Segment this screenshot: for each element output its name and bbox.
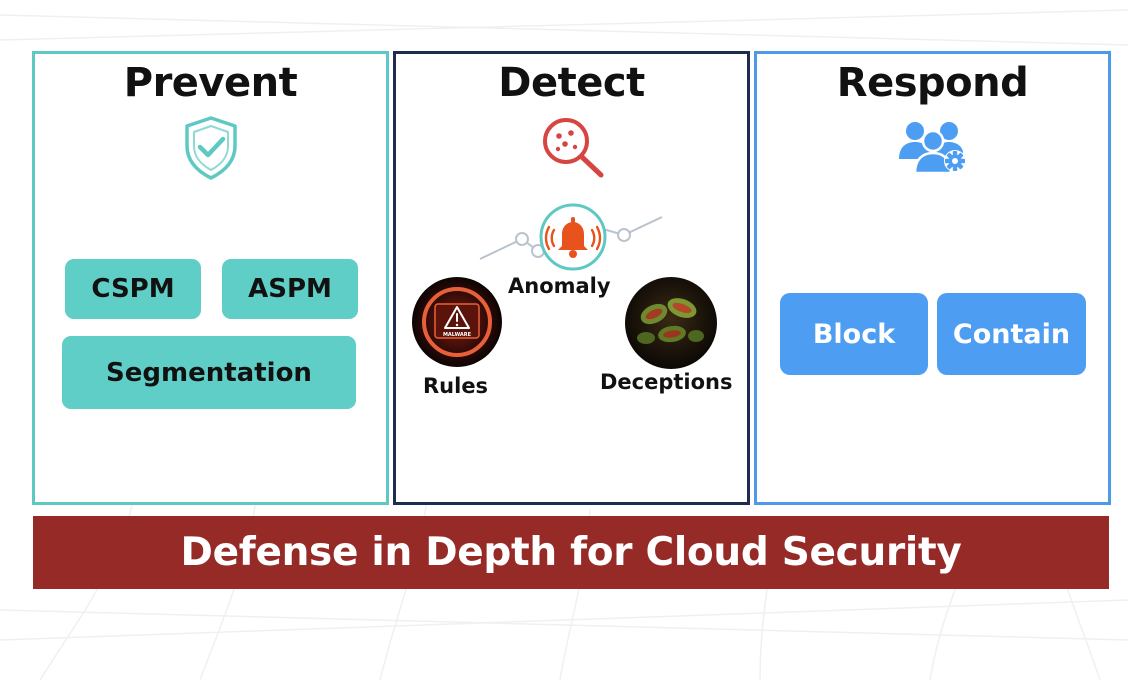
contain-item: Contain xyxy=(937,293,1086,375)
respond-panel: Respond Block Contain xyxy=(754,51,1111,505)
detect-title: Detect xyxy=(498,60,645,106)
rules-label: Rules xyxy=(423,374,489,398)
venus-flytrap-icon xyxy=(625,277,717,369)
deceptions-label: Deceptions xyxy=(600,370,733,394)
malware-warning-icon: MALWARE xyxy=(412,277,502,367)
shield-check-icon xyxy=(185,116,237,180)
cspm-item: CSPM xyxy=(65,259,201,319)
prevent-title: Prevent xyxy=(123,60,298,106)
magnifier-icon xyxy=(543,118,604,178)
banner-title: Defense in Depth for Cloud Security xyxy=(180,530,962,575)
users-gear-icon xyxy=(899,122,966,175)
prevent-panel: Prevent CSPM ASPM Segmentation xyxy=(32,51,389,505)
anomaly-label: Anomaly xyxy=(508,274,611,298)
block-item: Block xyxy=(780,293,928,375)
malware-image-text: MALWARE xyxy=(443,332,472,338)
title-banner: Defense in Depth for Cloud Security xyxy=(33,516,1109,589)
respond-title: Respond xyxy=(836,60,1029,106)
detect-panel: Detect Anomaly xyxy=(393,51,750,505)
alarm-bell-icon xyxy=(539,203,607,271)
aspm-item: ASPM xyxy=(222,259,358,319)
segmentation-item: Segmentation xyxy=(62,336,356,409)
